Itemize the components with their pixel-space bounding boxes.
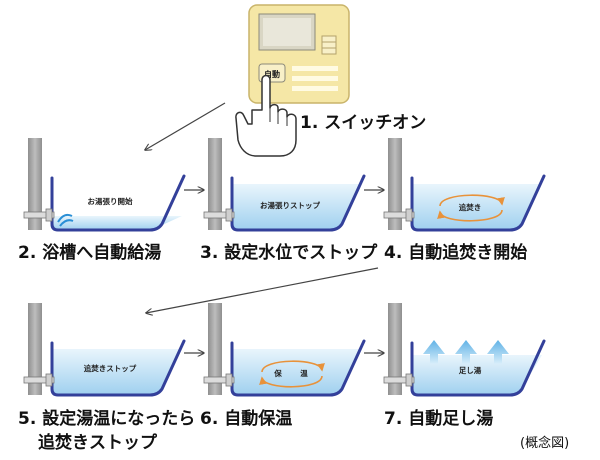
arrow-1-to-2 <box>145 102 226 150</box>
wall-column <box>388 303 402 395</box>
step-3-label: 3. 設定水位でストップ <box>200 243 378 263</box>
water-inflow-icon <box>57 213 74 227</box>
pipe-joint <box>405 373 413 387</box>
keep-warm-arrows-icon <box>259 360 325 388</box>
wall-column <box>208 138 222 230</box>
tub-outline <box>230 174 366 232</box>
step-2-label: 2. 浴槽へ自動給湯 <box>18 243 162 263</box>
tub-7-text: 足し湯 <box>459 365 482 375</box>
pipe-joint <box>225 208 233 222</box>
step-4-label: 4. 自動追焚き開始 <box>384 243 528 263</box>
water <box>412 355 542 395</box>
pipe <box>203 376 235 384</box>
flow-arrows <box>145 102 384 353</box>
tub-outline <box>410 174 546 232</box>
tub-5 <box>23 303 186 397</box>
pipe-joint <box>45 373 53 387</box>
arrow-4-to-5 <box>146 267 379 313</box>
water <box>52 216 182 230</box>
pipe <box>383 211 415 219</box>
hand-icon <box>235 74 297 157</box>
wall-column <box>208 303 222 395</box>
tub-7 <box>383 303 546 397</box>
tub-outline <box>50 174 186 232</box>
conceptual-note: (概念図) <box>520 436 570 451</box>
pipe <box>23 376 55 384</box>
tub-outline <box>230 339 366 397</box>
tub-4-text: 追焚き <box>459 202 482 212</box>
tub-3-text: お湯張りストップ <box>260 200 320 210</box>
auto-button-label: 自動 <box>264 69 280 79</box>
tub-5-text: 追焚きストップ <box>84 363 137 373</box>
tub-3 <box>203 138 366 232</box>
wall-column <box>388 138 402 230</box>
circulation-arrows-icon <box>437 194 505 222</box>
wall-column <box>28 138 42 230</box>
pipe-joint <box>45 208 53 222</box>
step-5-label-line1: 5. 設定湯温になったら <box>18 409 196 429</box>
pipe-joint <box>405 208 413 222</box>
water <box>52 349 182 395</box>
step-7-label: 7. 自動足し湯 <box>384 409 494 429</box>
pipe-joint <box>225 373 233 387</box>
step-6-label: 6. 自動保温 <box>200 409 293 429</box>
tub-2-text: お湯張り開始 <box>88 196 133 206</box>
tub-4 <box>383 138 546 232</box>
tub-6 <box>203 303 366 397</box>
step-5-label-line2: 追焚きストップ <box>38 433 157 453</box>
tub-2 <box>23 138 186 232</box>
pipe <box>383 376 415 384</box>
wall-column <box>28 303 42 395</box>
step-1-label: 1. スイッチオン <box>300 113 427 133</box>
tub-6-text-right: 温 <box>300 368 308 378</box>
water <box>232 184 362 230</box>
tub-outline <box>50 339 186 397</box>
tub-6-text-left: 保 <box>273 368 282 378</box>
pipe <box>23 211 55 219</box>
pipe <box>203 211 235 219</box>
tub-outline <box>410 339 546 397</box>
add-water-arrows-icon <box>423 340 509 364</box>
